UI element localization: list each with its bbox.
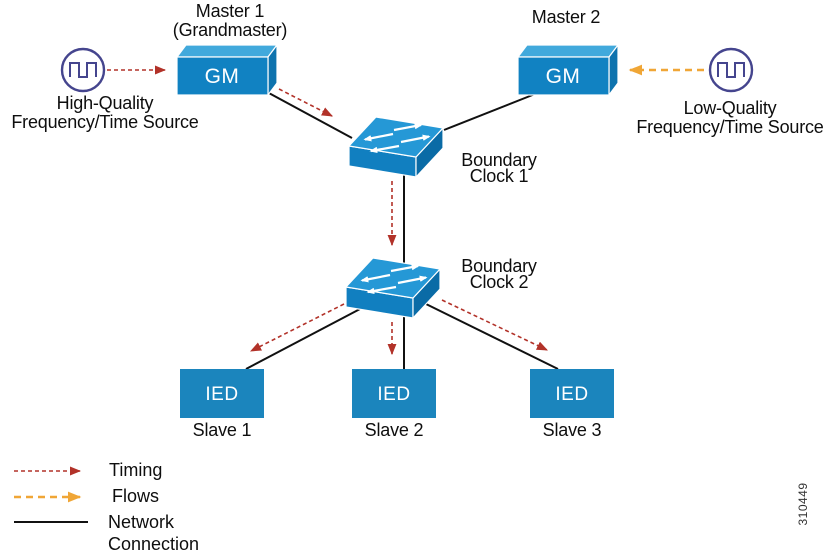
boundary-clock2-line2: Clock 2	[469, 272, 529, 292]
network-line-bc2-ied1	[245, 308, 361, 370]
high-quality-line1: High-Quality	[56, 93, 154, 113]
network-connection-lines	[245, 91, 559, 370]
boundary-clock2-line1: Boundary	[461, 256, 537, 276]
high-quality-clock-source-icon	[60, 47, 106, 93]
switch1-arrows	[363, 123, 431, 154]
legend-network-label: Network Connection	[108, 511, 199, 554]
master1-title-line1: Master 1	[195, 1, 265, 21]
ied2-box-label: IED	[377, 384, 410, 405]
gm1-box-top	[175, 44, 279, 58]
timing-arrow-bc2-ied3	[441, 299, 549, 351]
network-line-gm1-bc1	[266, 91, 353, 139]
network-line-bc2-ied3	[425, 303, 559, 370]
ied3-box-label: IED	[555, 384, 588, 405]
high-quality-source-label: High-Quality Frequency/Time Source	[0, 94, 210, 132]
legend-symbols	[14, 466, 88, 523]
gm2-box-top	[516, 44, 620, 58]
ied2-box: IED	[352, 369, 436, 418]
timing-arrow-bc2-ied1	[250, 303, 345, 352]
boundary-clock1-line1: Boundary	[461, 150, 537, 170]
clock-waveform-glyph	[717, 62, 745, 78]
gm2-box: GM	[516, 43, 620, 97]
switch2-arrows	[360, 264, 428, 295]
low-quality-source-label: Low-Quality Frequency/Time Source	[625, 99, 835, 137]
gm2-box-label: GM	[546, 65, 581, 88]
master2-title-line: Master 2	[531, 7, 601, 27]
slave3-caption: Slave 3	[542, 420, 602, 440]
boundary-clock2-switch-icon	[344, 257, 442, 320]
slave1-caption: Slave 1	[192, 420, 252, 440]
boundary-clock2-label: Boundary Clock 2	[453, 256, 545, 292]
network-line-gm2-bc1	[443, 93, 536, 131]
legend-timing-label: Timing	[109, 460, 163, 480]
low-quality-clock-source-icon	[708, 47, 754, 93]
timing-flow-arrows	[107, 65, 549, 356]
ied1-box-label: IED	[205, 384, 238, 405]
figure-number: 310449	[796, 482, 810, 526]
legend-network-line2: Connection	[108, 534, 200, 554]
gm1-box-front	[176, 56, 269, 96]
master2-title: Master 2	[471, 8, 661, 27]
ied1-box: IED	[180, 369, 264, 418]
legend-network-line1: Network	[108, 512, 175, 532]
master1-title-line2: (Grandmaster)	[172, 20, 288, 40]
legend-flows-label: Flows	[112, 486, 160, 506]
ied3-box: IED	[530, 369, 614, 418]
gm1-box: GM	[175, 43, 279, 97]
timing-arrow-gm1-bc1	[278, 88, 333, 117]
low-quality-line1: Low-Quality	[683, 98, 777, 118]
clock-waveform-glyph	[69, 62, 97, 78]
boundary-clock1-switch-icon	[347, 116, 445, 179]
master1-title: Master 1 (Grandmaster)	[135, 2, 325, 40]
gm1-box-label: GM	[205, 65, 240, 88]
slave2-caption: Slave 2	[364, 420, 424, 440]
gm2-box-front	[517, 56, 610, 96]
boundary-clock1-line2: Clock 1	[469, 166, 529, 186]
low-quality-line2: Frequency/Time Source	[636, 117, 824, 137]
boundary-clock1-label: Boundary Clock 1	[453, 150, 545, 186]
high-quality-line2: Frequency/Time Source	[11, 112, 199, 132]
